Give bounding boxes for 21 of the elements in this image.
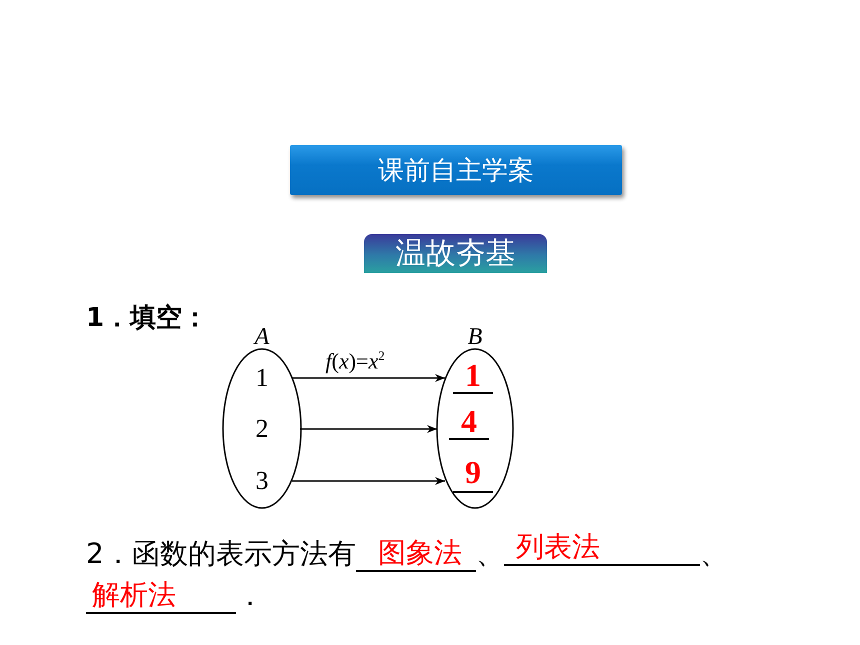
element-number: 2 <box>224 414 300 444</box>
answer-blank: 列表法 <box>504 530 700 566</box>
set-label: B <box>466 324 484 350</box>
answer-blank: 4 <box>449 404 489 440</box>
arrow <box>292 374 445 382</box>
section-banner: 温故夯基 <box>364 234 547 273</box>
answer-blank: 9 <box>453 455 493 493</box>
punctuation: 、 <box>700 536 728 572</box>
arrow <box>292 477 445 485</box>
arrow <box>300 425 437 433</box>
element-number: 3 <box>232 466 292 496</box>
set-label: A <box>252 324 270 350</box>
punctuation: ． <box>236 578 264 614</box>
answer-blank: 图象法 <box>356 536 476 572</box>
punctuation: 、 <box>476 536 504 572</box>
element-number: 1 <box>232 363 292 393</box>
question-text: 2．函数的表示方法有 <box>86 536 356 572</box>
answer-blank: 解析法 <box>86 578 236 614</box>
section-banner: 课前自主学案 <box>290 145 622 195</box>
question-text: 1．填空： <box>86 302 208 334</box>
answer-blank: 1 <box>453 358 493 394</box>
